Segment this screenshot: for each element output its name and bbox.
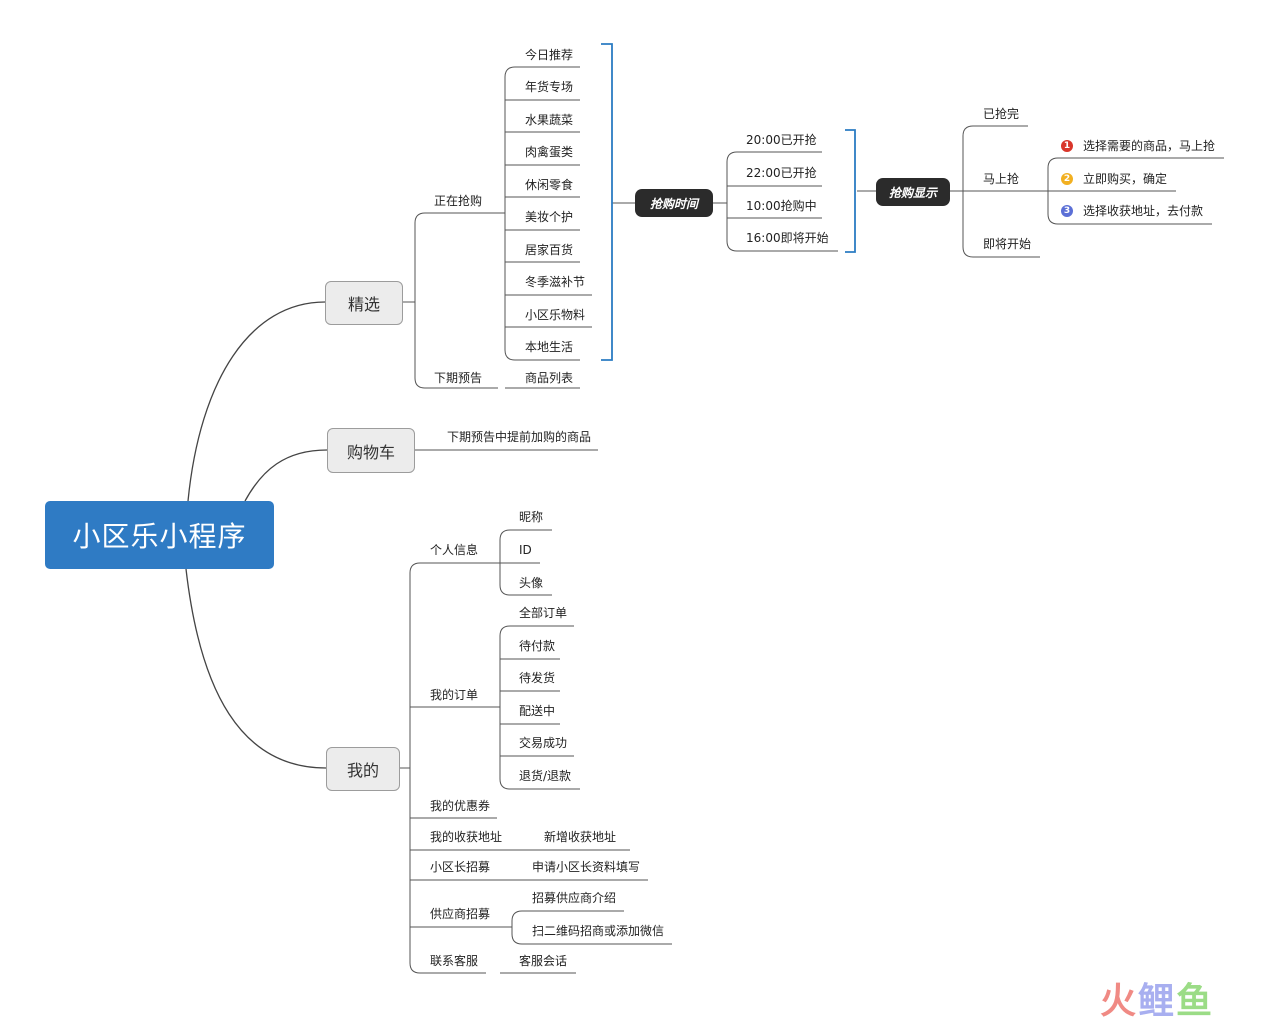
watermark-char: 火 (1100, 981, 1139, 1022)
topic-category[interactable]: 本地生活 (525, 340, 574, 354)
topic-flash-time[interactable]: 抢购时间 (635, 189, 713, 217)
step-number-icon: 2 (1061, 173, 1073, 185)
topic-product-list[interactable]: 商品列表 (525, 371, 574, 385)
topic-category[interactable]: 水果蔬菜 (525, 113, 574, 127)
topic-service-chat[interactable]: 客服会话 (519, 954, 568, 968)
topic-flash-display[interactable]: 抢购显示 (876, 178, 950, 206)
watermark-char: 鱼 (1176, 981, 1215, 1022)
topic-coupon[interactable]: 我的优惠券 (430, 799, 491, 813)
topic-order-item[interactable]: 待发货 (519, 671, 556, 685)
topic-order-item[interactable]: 待付款 (519, 639, 556, 653)
watermark-logo: 火鲤鱼 (1100, 972, 1214, 1024)
topic-category[interactable]: 肉禽蛋类 (525, 145, 574, 159)
topic-step[interactable]: 选择收获地址，去付款 (1083, 204, 1204, 218)
topic-leader[interactable]: 小区长招募 (430, 860, 491, 874)
topic-orders[interactable]: 我的订单 (430, 688, 479, 702)
topic-supplier-item[interactable]: 扫二维码招商或添加微信 (532, 924, 665, 938)
topic-display-state[interactable]: 马上抢 (983, 172, 1020, 186)
topic-profile-item[interactable]: 昵称 (519, 510, 544, 524)
topic-category[interactable]: 冬季滋补节 (525, 275, 586, 289)
topic-time-slot[interactable]: 10:00抢购中 (746, 199, 817, 213)
step-number-icon: 1 (1061, 140, 1073, 152)
topic-display-state[interactable]: 即将开始 (983, 237, 1032, 251)
topic-category[interactable]: 小区乐物料 (525, 308, 586, 322)
topic-profile-item[interactable]: ID (519, 543, 532, 557)
topic-category[interactable]: 休闲零食 (525, 178, 574, 192)
topic-order-item[interactable]: 交易成功 (519, 736, 568, 750)
watermark-char: 鲤 (1138, 981, 1177, 1022)
branch-jingxuan[interactable]: 精选 (325, 281, 403, 325)
topic-xiaqi[interactable]: 下期预告 (434, 371, 483, 385)
topic-cart-preorder[interactable]: 下期预告中提前加购的商品 (447, 430, 592, 444)
topic-service[interactable]: 联系客服 (430, 954, 479, 968)
step-number-icon: 3 (1061, 205, 1073, 217)
topic-order-item[interactable]: 退货/退款 (519, 769, 572, 783)
root-topic[interactable]: 小区乐小程序 (45, 501, 274, 569)
topic-category[interactable]: 今日推荐 (525, 48, 574, 62)
topic-profile[interactable]: 个人信息 (430, 543, 479, 557)
topic-step[interactable]: 立即购买，确定 (1083, 172, 1168, 186)
topic-order-item[interactable]: 配送中 (519, 704, 556, 718)
topic-category[interactable]: 年货专场 (525, 80, 574, 94)
topic-step[interactable]: 选择需要的商品，马上抢 (1083, 139, 1216, 153)
topic-time-slot[interactable]: 16:00即将开始 (746, 231, 829, 245)
topic-leader-apply[interactable]: 申请小区长资料填写 (532, 860, 641, 874)
topic-address[interactable]: 我的收获地址 (430, 830, 503, 844)
topic-category[interactable]: 美妆个护 (525, 210, 574, 224)
branch-mine[interactable]: 我的 (326, 747, 400, 791)
topic-supplier-item[interactable]: 招募供应商介绍 (532, 891, 617, 905)
topic-profile-item[interactable]: 头像 (519, 576, 544, 590)
topic-order-item[interactable]: 全部订单 (519, 606, 568, 620)
topic-category[interactable]: 居家百货 (525, 243, 574, 257)
topic-time-slot[interactable]: 20:00已开抢 (746, 133, 817, 147)
topic-add-address[interactable]: 新增收获地址 (544, 830, 617, 844)
topic-time-slot[interactable]: 22:00已开抢 (746, 166, 817, 180)
topic-display-state[interactable]: 已抢完 (983, 107, 1020, 121)
topic-zhengzai[interactable]: 正在抢购 (434, 194, 483, 208)
topic-supplier[interactable]: 供应商招募 (430, 907, 491, 921)
branch-cart[interactable]: 购物车 (327, 428, 415, 473)
